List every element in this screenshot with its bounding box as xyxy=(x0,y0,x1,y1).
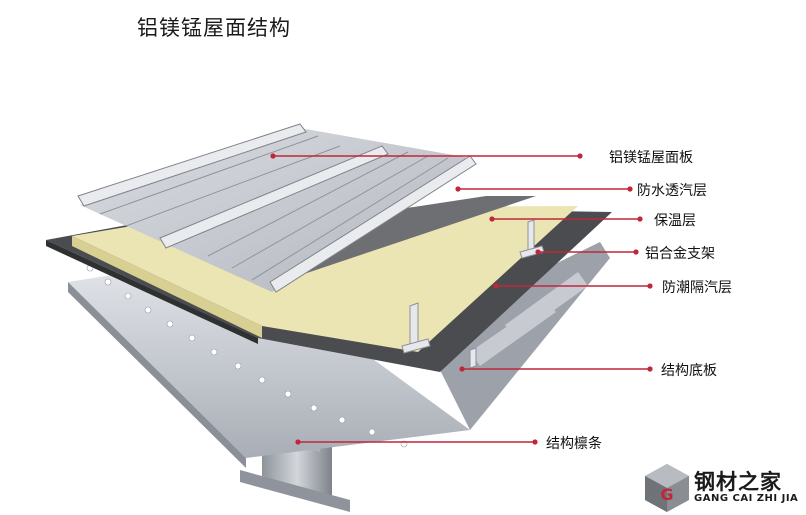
logo-name-en: GANG CAI ZHI JIA xyxy=(694,493,799,504)
roof-panel-seams xyxy=(77,123,477,293)
label-structural-deck: 结构底板 xyxy=(661,363,717,379)
label-aluminum-bracket: 铝合金支架 xyxy=(645,246,715,262)
label-vapor-barrier: 防潮隔汽层 xyxy=(662,280,732,296)
logo-name-cn: 钢材之家 xyxy=(694,470,782,494)
roof-panel-sheet xyxy=(80,128,470,292)
insulation-edge xyxy=(72,236,262,338)
logo-mark-letter: G xyxy=(660,485,673,504)
label-roof-panel: 铝镁锰屋面板 xyxy=(609,150,693,166)
vapor-barrier-edge xyxy=(46,240,258,344)
label-breather-membrane: 防水透汽层 xyxy=(637,183,707,199)
structural-deck xyxy=(68,242,610,468)
leader-dots xyxy=(270,153,653,445)
logo-mark-icon: G xyxy=(645,464,689,512)
aluminum-brackets xyxy=(401,219,545,369)
label-purlin: 结构檩条 xyxy=(546,436,602,452)
label-insulation: 保温层 xyxy=(654,213,696,229)
roof-panel-ribs xyxy=(99,135,449,281)
leader-lines xyxy=(273,155,650,443)
page-title: 铝镁锰屋面结构 xyxy=(137,16,291,40)
